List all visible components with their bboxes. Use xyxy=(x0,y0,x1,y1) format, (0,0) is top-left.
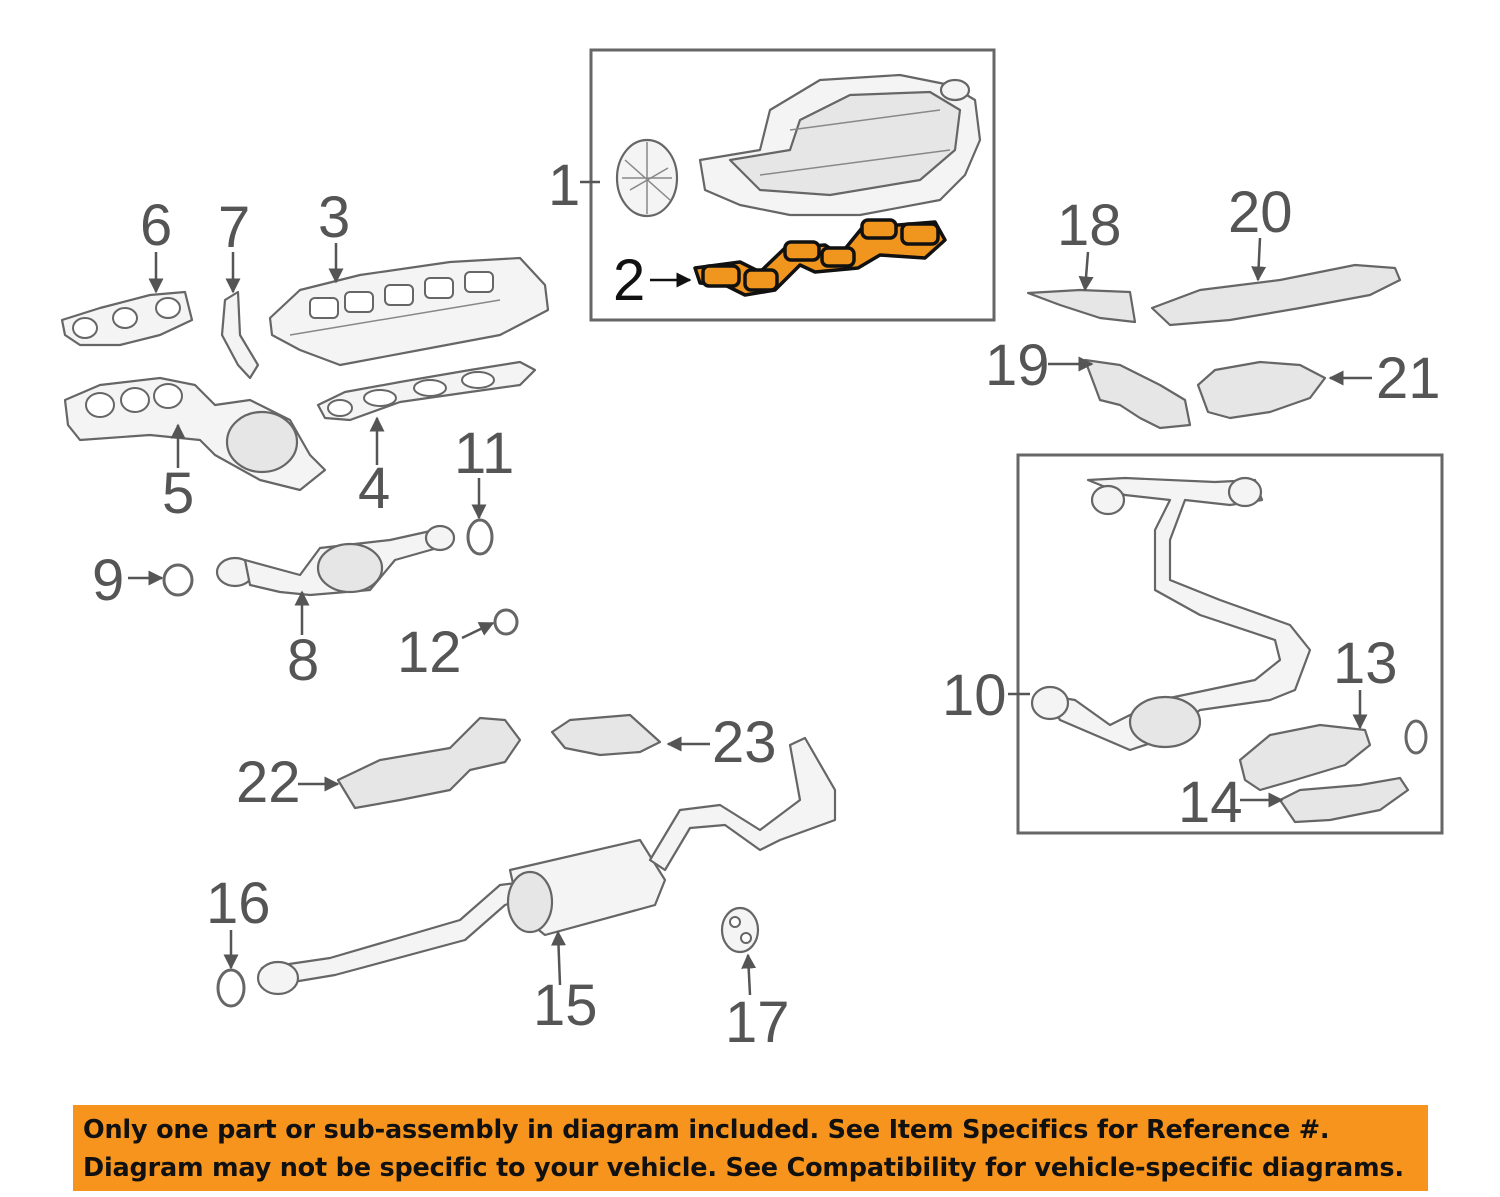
cover-part-3 xyxy=(268,256,550,367)
callout-15: 15 xyxy=(533,973,598,1038)
muffler-part-15 xyxy=(256,736,837,996)
intake-manifold-gasket-part-2 xyxy=(693,218,947,297)
gasket-part-6 xyxy=(60,290,194,347)
callout-13: 13 xyxy=(1333,631,1398,696)
callout-10: 10 xyxy=(942,663,1007,728)
heat-shield-part-18 xyxy=(1026,288,1137,324)
disclaimer-line-1: Only one part or sub-assembly in diagram… xyxy=(83,1115,1330,1145)
gasket-ring-part-9 xyxy=(162,563,194,597)
callout-2: 2 xyxy=(613,248,645,313)
callout-11: 11 xyxy=(454,421,514,486)
heat-shield-part-22 xyxy=(336,716,522,810)
callout-4: 4 xyxy=(358,456,390,521)
callout-1: 1 xyxy=(548,153,580,218)
converter-pipe-part-8 xyxy=(215,524,456,597)
intake-manifold-part-1 xyxy=(615,73,982,218)
callout-19: 19 xyxy=(985,333,1050,398)
disclaimer-banner: Only one part or sub-assembly in diagram… xyxy=(73,1105,1428,1191)
callout-17: 17 xyxy=(725,990,790,1055)
disclaimer-line-2: Diagram may not be specific to your vehi… xyxy=(83,1153,1404,1183)
callout-23: 23 xyxy=(712,710,777,775)
callout-6: 6 xyxy=(140,193,172,258)
callout-9: 9 xyxy=(92,548,124,613)
bracket-part-7 xyxy=(220,290,260,380)
gasket-ring-part-12 xyxy=(493,608,519,636)
callout-16: 16 xyxy=(206,871,271,936)
gasket-part-4 xyxy=(316,360,537,422)
callout-5: 5 xyxy=(162,461,194,526)
gasket-ring-part-11 xyxy=(466,518,494,556)
front-exhaust-pipe-part-10 xyxy=(1030,476,1312,752)
heat-shield-part-14 xyxy=(1278,776,1410,824)
callout-20: 20 xyxy=(1228,180,1293,245)
callout-18: 18 xyxy=(1057,193,1122,258)
front-pipe-box xyxy=(1016,453,1444,835)
heat-shield-part-21 xyxy=(1196,360,1327,420)
heat-shield-part-19 xyxy=(1083,358,1192,430)
callout-22: 22 xyxy=(236,750,301,815)
callout-12: 12 xyxy=(397,620,462,685)
exhaust-manifold-part-5 xyxy=(63,376,327,492)
callout-3: 3 xyxy=(318,185,350,250)
callout-14: 14 xyxy=(1178,770,1243,835)
gasket-ring-part-16 xyxy=(216,968,246,1008)
heat-shield-part-13 xyxy=(1238,719,1428,792)
hanger-part-17 xyxy=(720,906,760,954)
callout-8: 8 xyxy=(287,628,319,693)
heat-shield-part-20 xyxy=(1150,263,1402,327)
callout-7: 7 xyxy=(218,195,250,260)
heat-shield-part-23 xyxy=(550,713,662,757)
intake-manifold-box xyxy=(589,48,996,322)
callout-21: 21 xyxy=(1376,346,1441,411)
